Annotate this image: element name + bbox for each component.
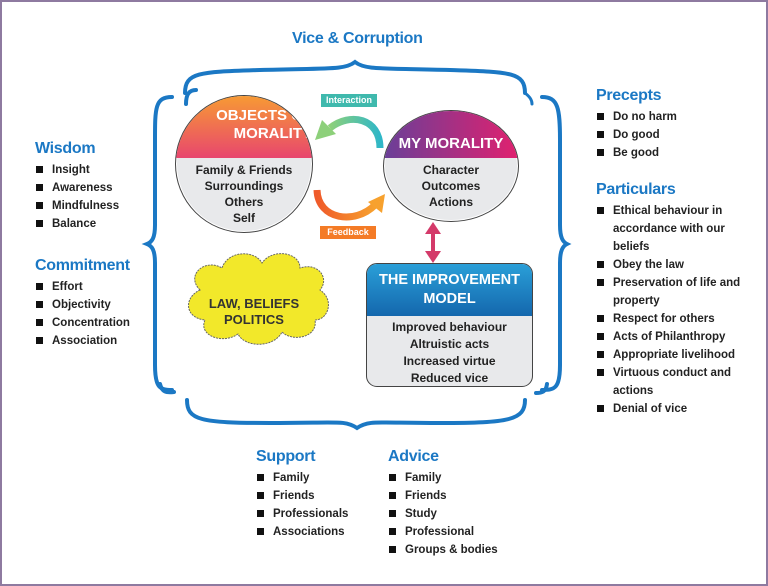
top-brace xyxy=(183,59,527,95)
cloud-shape xyxy=(188,253,329,345)
list-item: Appropriate livelihood xyxy=(596,346,748,364)
model-item: Reduced vice xyxy=(410,371,489,385)
wisdom-heading: Wisdom xyxy=(35,140,96,157)
double-arrow-head-down xyxy=(425,251,441,263)
list-item: Insight xyxy=(35,161,119,179)
my-morality-header: MY MORALITY xyxy=(384,111,518,158)
left-brace xyxy=(141,95,174,392)
model-item: Improved behaviour xyxy=(392,320,507,334)
list-item: Family xyxy=(256,469,348,487)
list-item: Preservation of life and property xyxy=(596,274,748,310)
list-item: Friends xyxy=(256,487,348,505)
objects-item: Family & Friends xyxy=(195,163,293,177)
list-item: Be good xyxy=(596,144,756,162)
list-item: Friends xyxy=(388,487,498,505)
list-item: Ethical behaviour in accordance with our… xyxy=(596,202,748,256)
list-item: Acts of Philanthropy xyxy=(596,328,748,346)
list-item: Study xyxy=(388,505,498,523)
list-item: Concentration xyxy=(35,314,130,332)
particulars-heading: Particulars xyxy=(596,181,676,198)
bottom-brace xyxy=(185,398,527,431)
wisdom-section: Wisdom Insight Awareness Mindfulness Bal… xyxy=(35,140,119,233)
list-item: Objectivity xyxy=(35,296,130,314)
list-item: Association xyxy=(35,332,130,350)
feedback-arrow xyxy=(313,189,378,221)
list-item: Awareness xyxy=(35,179,119,197)
objects-item: Self xyxy=(232,211,255,225)
my-morality-circle: MY MORALITY Character Outcomes Actions xyxy=(383,110,519,222)
list-item: Effort xyxy=(35,278,130,296)
diagram-title: Vice & Corruption xyxy=(292,30,423,47)
improvement-model-header: THE IMPROVEMENT MODEL xyxy=(367,264,532,316)
interaction-arrow xyxy=(327,115,384,149)
precepts-section: Precepts Do no harm Do good Be good xyxy=(596,87,756,162)
list-item: Mindfulness xyxy=(35,197,119,215)
list-item: Do no harm xyxy=(596,108,756,126)
interaction-arrowhead xyxy=(315,120,336,140)
my-morality-item: Character xyxy=(422,163,480,177)
list-item: Family xyxy=(388,469,498,487)
my-morality-item: Actions xyxy=(428,195,473,209)
list-item: Groups & bodies xyxy=(388,541,498,559)
my-morality-item: Outcomes xyxy=(421,179,481,193)
objects-header: OBJECTS OF MORALITY xyxy=(176,96,312,158)
commitment-heading: Commitment xyxy=(35,257,130,274)
objects-item: Surroundings xyxy=(204,179,284,193)
list-item: Respect for others xyxy=(596,310,748,328)
support-list: Family Friends Professionals Association… xyxy=(256,469,348,541)
advice-section: Advice Family Friends Study Professional… xyxy=(388,448,498,559)
list-item: Denial of vice xyxy=(596,400,748,418)
list-item: Obey the law xyxy=(596,256,748,274)
my-morality-items: Character Outcomes Actions xyxy=(384,162,518,210)
precepts-list: Do no harm Do good Be good xyxy=(596,108,756,162)
double-arrow-head-up xyxy=(425,222,441,234)
inner-brace-bottom-left xyxy=(158,382,176,395)
improvement-model-items: Improved behaviour Altruistic acts Incre… xyxy=(367,316,532,386)
cloud-line2: POLITICS xyxy=(224,312,284,327)
list-item: Virtuous conduct and actions xyxy=(596,364,748,400)
list-item: Professional xyxy=(388,523,498,541)
objects-items: Family & Friends Surroundings Others Sel… xyxy=(176,162,312,226)
list-item: Balance xyxy=(35,215,119,233)
model-title-line1: THE IMPROVEMENT xyxy=(379,272,520,288)
objects-of-morality-circle: OBJECTS OF MORALITY Family & Friends Sur… xyxy=(175,95,313,233)
particulars-section: Particulars Ethical behaviour in accorda… xyxy=(596,181,748,418)
support-section: Support Family Friends Professionals Ass… xyxy=(256,448,348,541)
feedback-tag: Feedback xyxy=(320,226,376,239)
objects-title-line1: OBJECTS OF xyxy=(216,107,312,124)
model-item: Altruistic acts xyxy=(409,337,490,351)
commitment-section: Commitment Effort Objectivity Concentrat… xyxy=(35,257,130,350)
commitment-list: Effort Objectivity Concentration Associa… xyxy=(35,278,130,350)
advice-list: Family Friends Study Professional Groups… xyxy=(388,469,498,559)
feedback-arrowhead xyxy=(368,194,385,213)
list-item: Associations xyxy=(256,523,348,541)
list-item: Professionals xyxy=(256,505,348,523)
my-morality-title: MY MORALITY xyxy=(398,135,504,152)
cloud-label: LAW, BELIEFS POLITICS xyxy=(190,296,318,328)
model-title-line2: MODEL xyxy=(423,291,476,307)
right-brace xyxy=(540,95,572,392)
list-item: Do good xyxy=(596,126,756,144)
wisdom-list: Insight Awareness Mindfulness Balance xyxy=(35,161,119,233)
objects-title-line2: MORALITY xyxy=(233,125,312,142)
advice-heading: Advice xyxy=(388,448,439,465)
interaction-tag: Interaction xyxy=(321,94,377,107)
precepts-heading: Precepts xyxy=(596,87,662,104)
inner-brace-bottom-right xyxy=(534,382,549,395)
objects-item: Others xyxy=(224,195,264,209)
support-heading: Support xyxy=(256,448,316,465)
particulars-list: Ethical behaviour in accordance with our… xyxy=(596,202,748,418)
cloud-line1: LAW, BELIEFS xyxy=(208,296,300,311)
model-item: Increased virtue xyxy=(403,354,496,368)
improvement-model-box: THE IMPROVEMENT MODEL Improved behaviour… xyxy=(366,263,533,387)
inner-brace-top-right xyxy=(523,91,534,106)
